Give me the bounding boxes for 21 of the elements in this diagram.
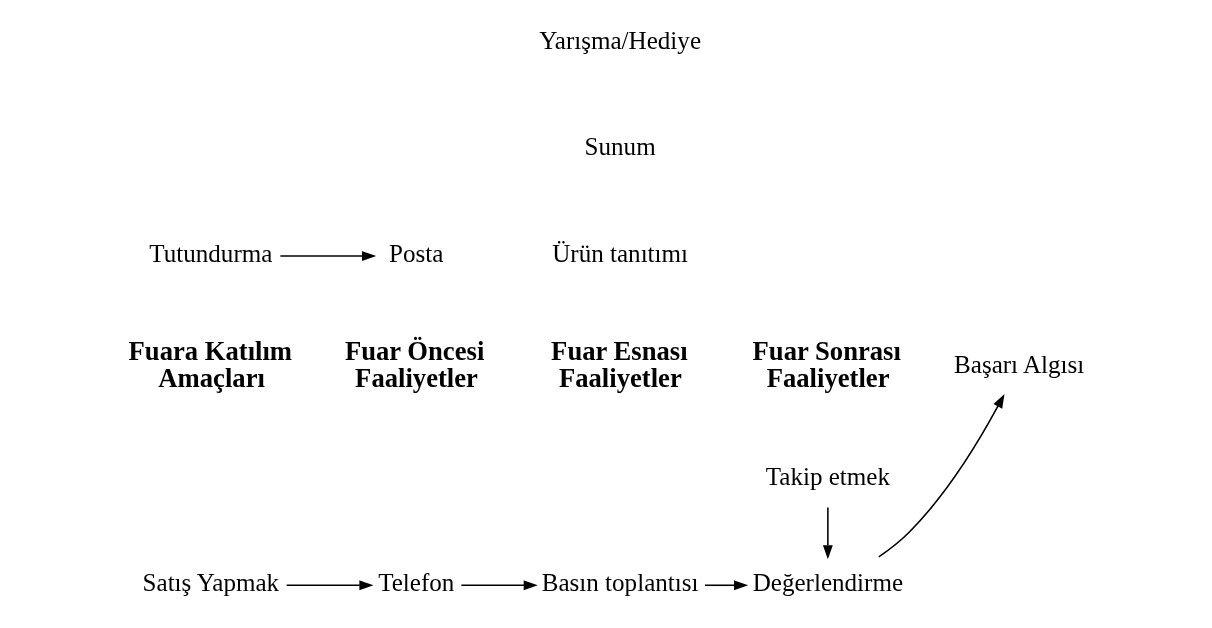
node-text: Tutundurma bbox=[149, 239, 273, 267]
node-text: Değerlendirme bbox=[752, 569, 904, 597]
label: Fuar Esnası Faaliyetler bbox=[551, 336, 688, 394]
node-text: Başarı Algısı bbox=[954, 351, 1085, 379]
arrow bbox=[460, 580, 538, 591]
arrow bbox=[878, 393, 1005, 558]
arrow bbox=[285, 580, 374, 591]
node-text: Posta bbox=[389, 239, 444, 267]
arrow bbox=[279, 251, 377, 261]
arrow bbox=[704, 580, 749, 591]
node-text: Telefon bbox=[378, 569, 455, 597]
node-text: Ürün tanıtımı bbox=[552, 239, 689, 267]
node-text: Satış Yapmak bbox=[142, 569, 280, 597]
arrow bbox=[822, 506, 833, 560]
node-text: Sunum bbox=[584, 133, 656, 161]
label: Fuara Katılım Amaçları bbox=[128, 336, 293, 394]
node-text: Takip etmek bbox=[765, 462, 891, 490]
label: Fuar Öncesi Faaliyetler bbox=[344, 336, 485, 394]
node-text: Basın toplantısı bbox=[541, 569, 699, 597]
node-text: Yarışma/Hediye bbox=[539, 26, 702, 54]
label: Fuar Sonrası Faaliyetler bbox=[752, 336, 901, 394]
